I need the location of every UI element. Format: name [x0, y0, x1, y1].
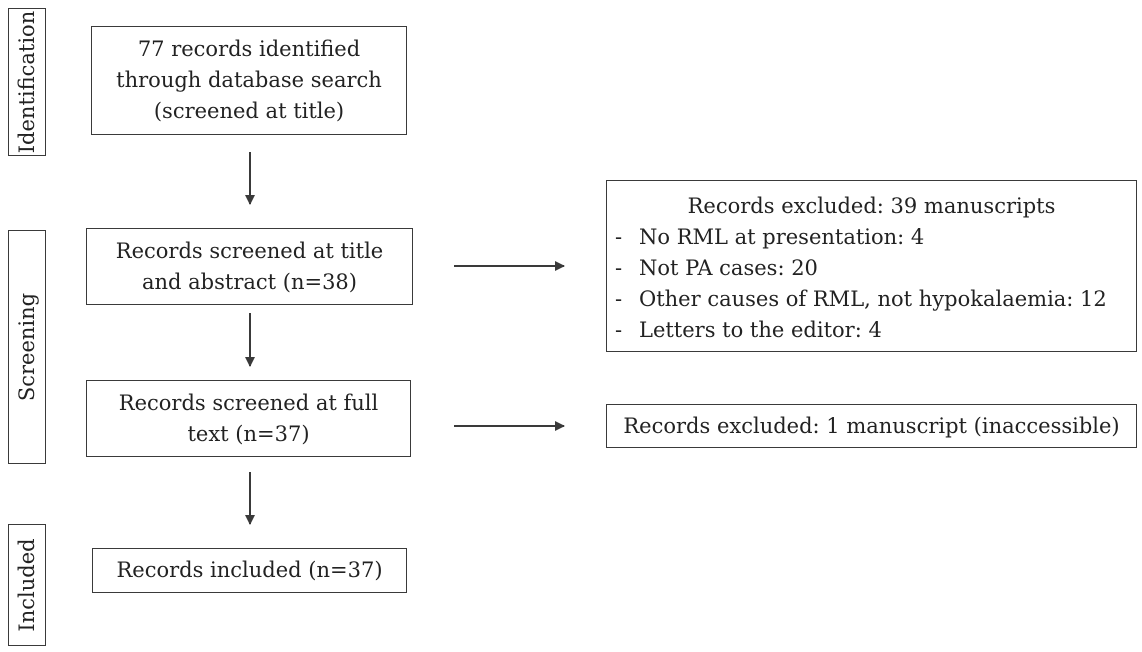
screened-title-abstract-box: Records screened at title and abstract (… — [86, 228, 413, 305]
screened-full-text-box: Records screened at full text (n=37) — [86, 380, 411, 457]
included-text: Records included (n=37) — [116, 558, 383, 582]
exclusion-1-item: No RML at presentation: 4 — [615, 222, 1136, 253]
exclusion-1-list: No RML at presentation: 4 Not PA cases: … — [607, 222, 1136, 346]
identified-box: 77 records identified through database s… — [91, 26, 407, 135]
screened-title-abstract-text: Records screened at title and abstract (… — [115, 238, 384, 294]
exclusion-1-title: Records excluded: 39 manuscripts — [687, 194, 1056, 218]
exclusion-2-text: Records excluded: 1 manuscript (inaccess… — [623, 413, 1120, 438]
exclusion-1-item: Not PA cases: 20 — [615, 253, 1136, 284]
exclusion-box-2: Records excluded: 1 manuscript (inaccess… — [606, 404, 1137, 448]
exclusion-1-item: Letters to the editor: 4 — [615, 315, 1136, 346]
exclusion-1-item: Other causes of RML, not hypokalaemia: 1… — [615, 284, 1136, 315]
exclusion-box-1: Records excluded: 39 manuscripts No RML … — [606, 180, 1137, 352]
identified-text: 77 records identified through database s… — [116, 37, 382, 123]
stage-identification: Identification — [8, 8, 46, 156]
screened-full-text-text: Records screened at full text (n=37) — [118, 390, 379, 446]
stage-screening: Screening — [8, 230, 46, 464]
stage-included: Included — [8, 524, 46, 646]
included-box: Records included (n=37) — [92, 548, 407, 593]
